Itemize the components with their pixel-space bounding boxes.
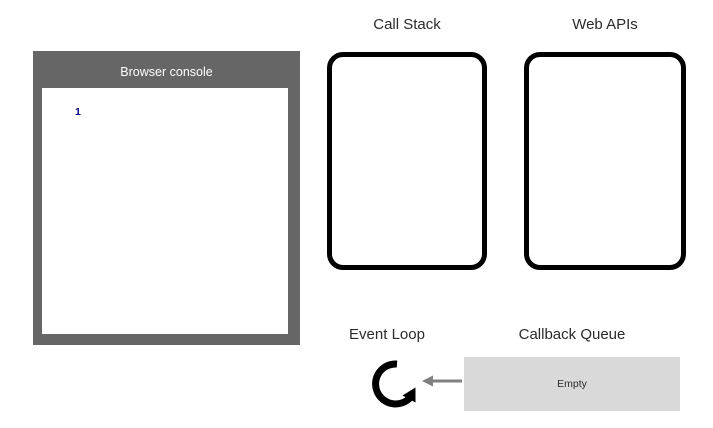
browser-console-title: Browser console [120, 65, 213, 79]
console-log-line: 1 [75, 106, 81, 118]
call-stack-box [327, 52, 487, 270]
event-loop-label: Event Loop [349, 326, 425, 343]
web-apis-label: Web APIs [572, 16, 638, 33]
callback-queue-label: Callback Queue [518, 326, 626, 343]
web-apis-box [524, 52, 686, 270]
callback-queue-box: Empty [464, 357, 680, 411]
call-stack-frames [332, 257, 482, 265]
browser-console-panel: Browser console 1 [33, 51, 300, 345]
call-stack-label: Call Stack [373, 16, 441, 33]
web-apis-items [529, 257, 681, 265]
callback-queue-status: Empty [557, 377, 587, 390]
browser-console-output: 1 [42, 88, 288, 334]
queue-to-loop-arrow [422, 371, 462, 391]
loop-arrow-icon [370, 357, 424, 411]
